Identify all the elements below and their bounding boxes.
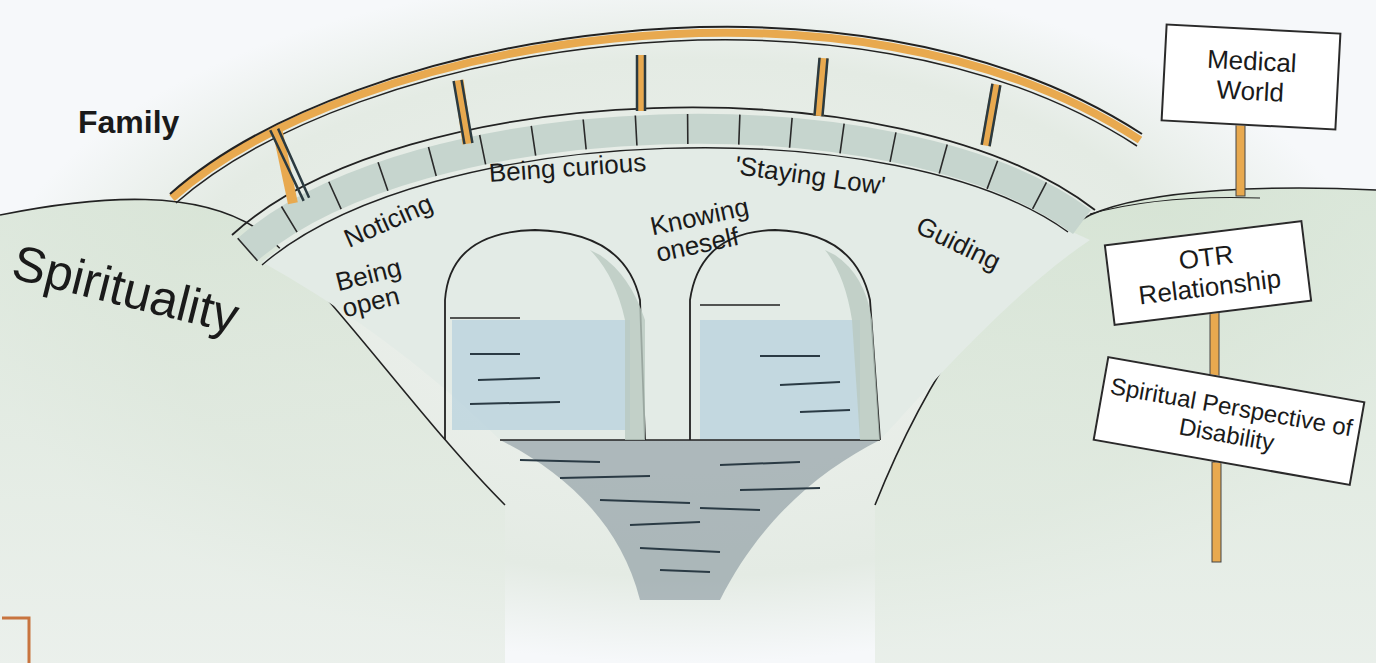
rail-orange <box>172 33 1140 198</box>
sign-text: Medical World <box>1163 41 1338 114</box>
left-arch <box>445 230 645 440</box>
arch-waterline <box>450 305 780 318</box>
rail-bottom-line <box>176 40 1137 203</box>
bridge-label: Family <box>78 106 179 140</box>
water-ripples <box>470 354 850 572</box>
right-arch-shade <box>825 250 880 440</box>
signpost-box: Medical World <box>1161 23 1342 130</box>
water-left-arch <box>452 320 630 430</box>
corner-bracket <box>2 618 29 663</box>
far-hill-line <box>1090 198 1260 214</box>
water-right-arch <box>700 320 860 440</box>
sign-posts <box>1210 124 1245 562</box>
water-front <box>500 440 880 600</box>
rail-top-line <box>170 27 1142 194</box>
sign-text: OTR Relationship <box>1107 229 1309 316</box>
rail-posts <box>270 55 1001 205</box>
left-arch-shade <box>590 250 645 440</box>
right-arch <box>690 230 880 440</box>
